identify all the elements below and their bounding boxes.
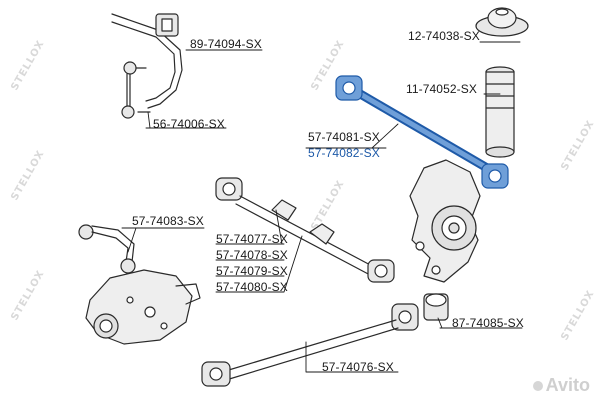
stabilizer-link xyxy=(121,61,151,119)
part-label: 57-74079-SX xyxy=(216,264,288,278)
knuckle xyxy=(409,159,481,283)
part-label: 57-74078-SX xyxy=(216,248,288,262)
part-label: 57-74083-SX xyxy=(132,214,204,228)
long-lower-arm xyxy=(201,303,419,387)
differential xyxy=(85,269,201,345)
highlighted-arm xyxy=(335,75,509,189)
bushing xyxy=(423,293,449,321)
part-label: 89-74094-SX xyxy=(190,37,262,51)
part-label: 57-74077-SX xyxy=(216,232,288,246)
lower-control-arm xyxy=(215,177,395,283)
part-label: 12-74038-SX xyxy=(408,29,480,43)
part-label: 87-74085-SX xyxy=(452,316,524,330)
brand-logo: Avito xyxy=(532,375,590,396)
part-label: 56-74006-SX xyxy=(153,117,225,131)
link-arm xyxy=(78,224,136,274)
part-label: 11-74052-SX xyxy=(406,82,477,96)
part-label: 57-74081-SX xyxy=(308,130,380,144)
part-label: 57-74080-SX xyxy=(216,280,288,294)
stabilizer-bar xyxy=(111,13,183,109)
top-mount xyxy=(475,7,529,37)
part-label-highlighted: 57-74082-SX xyxy=(308,146,380,160)
part-label: 57-74076-SX xyxy=(322,360,394,374)
dust-boot xyxy=(485,66,515,158)
